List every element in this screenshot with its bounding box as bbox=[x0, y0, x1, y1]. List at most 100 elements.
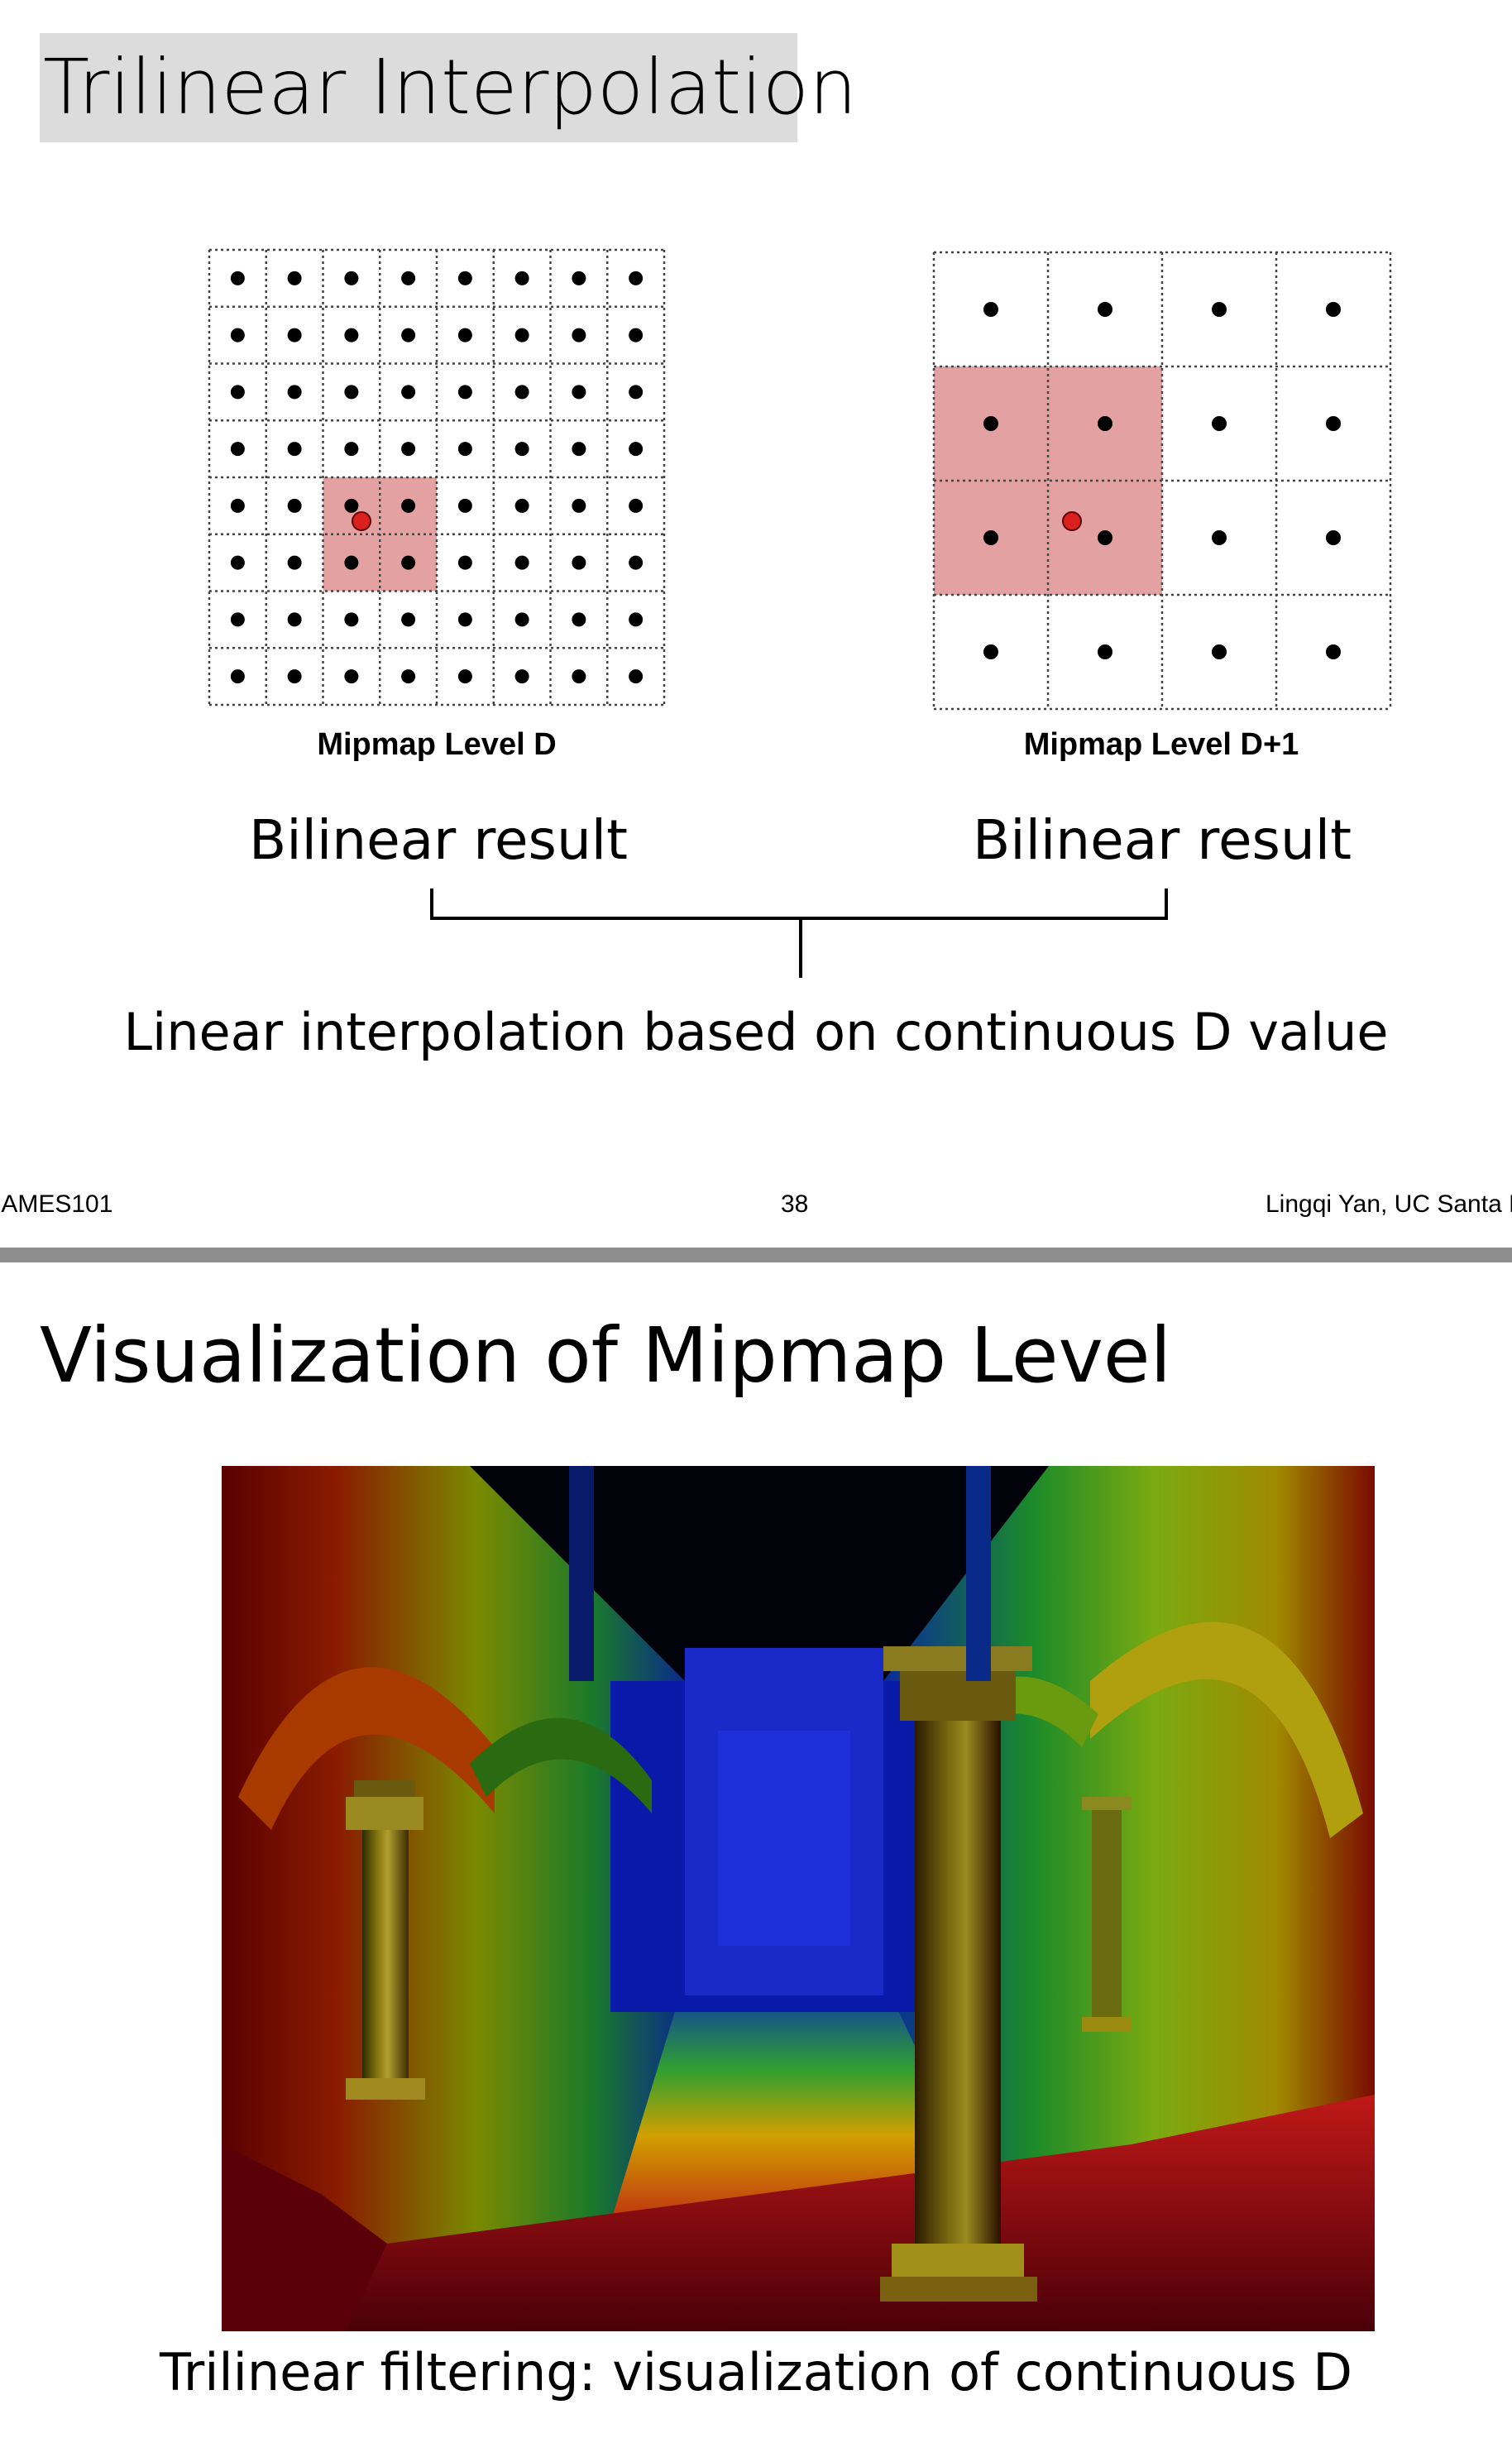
texel-dot bbox=[1326, 530, 1341, 545]
slide-title: Visualization of Mipmap Level bbox=[40, 1311, 1172, 1400]
texel-dot bbox=[514, 498, 529, 513]
texel-dot bbox=[572, 442, 586, 457]
texel-dot bbox=[629, 612, 644, 627]
figure-caption: Trilinear filtering: visualization of co… bbox=[159, 2342, 1353, 2402]
texel-dot bbox=[572, 328, 586, 342]
texel-dot bbox=[629, 442, 644, 457]
texel-dot bbox=[514, 612, 529, 627]
slide-divider bbox=[0, 1248, 1512, 1262]
texel-dot bbox=[629, 328, 644, 342]
texel-dot bbox=[1098, 416, 1112, 431]
texel-dot bbox=[1212, 302, 1227, 317]
slide-title: Trilinear Interpolation bbox=[40, 33, 857, 142]
texel-dot bbox=[287, 442, 302, 457]
texel-dot bbox=[344, 612, 359, 627]
texel-dot bbox=[514, 385, 529, 400]
texel-dot bbox=[344, 385, 359, 400]
texel-dot bbox=[629, 498, 644, 513]
texel-dot bbox=[344, 328, 359, 342]
texel-dot bbox=[401, 328, 416, 342]
texel-dot bbox=[401, 385, 416, 400]
texel-dot bbox=[983, 416, 998, 431]
texel-dot bbox=[457, 271, 472, 285]
texel-dot bbox=[572, 612, 586, 627]
bracket-connector bbox=[430, 889, 1168, 978]
texel-dot bbox=[572, 555, 586, 570]
sample-point bbox=[1062, 511, 1082, 531]
texel-dot bbox=[457, 555, 472, 570]
texel-dot bbox=[457, 669, 472, 684]
texel-dot bbox=[344, 498, 359, 513]
texel-dot bbox=[230, 442, 245, 457]
texel-dot bbox=[401, 498, 416, 513]
texel-dot bbox=[344, 555, 359, 570]
texel-dot bbox=[629, 385, 644, 400]
texel-dot bbox=[230, 385, 245, 400]
footer-author: Lingqi Yan, UC Santa Barbara bbox=[1266, 1190, 1512, 1218]
texel-dot bbox=[457, 612, 472, 627]
mipmap-level-d1-grid bbox=[932, 251, 1392, 711]
texel-dot bbox=[457, 385, 472, 400]
texel-dot bbox=[629, 555, 644, 570]
texel-dot bbox=[514, 328, 529, 342]
texel-dot bbox=[1098, 302, 1112, 317]
texel-dot bbox=[401, 442, 416, 457]
texel-dot bbox=[983, 302, 998, 317]
texel-dot bbox=[230, 328, 245, 342]
texel-dot bbox=[1212, 644, 1227, 659]
texel-dot bbox=[1326, 644, 1341, 659]
texel-dot bbox=[572, 669, 586, 684]
texel-dot bbox=[230, 669, 245, 684]
texel-dot bbox=[344, 442, 359, 457]
texel-dot bbox=[514, 271, 529, 285]
texel-dot bbox=[401, 669, 416, 684]
texel-dot bbox=[572, 271, 586, 285]
texel-dot bbox=[344, 271, 359, 285]
texel-dot bbox=[230, 612, 245, 627]
texel-dot bbox=[230, 271, 245, 285]
texel-dot bbox=[1326, 302, 1341, 317]
texel-dot bbox=[287, 612, 302, 627]
texel-dot bbox=[457, 498, 472, 513]
texel-dot bbox=[287, 328, 302, 342]
linear-interpolation-text: Linear interpolation based on continuous… bbox=[123, 1002, 1389, 1062]
texel-dot bbox=[1212, 416, 1227, 431]
texel-dot bbox=[401, 271, 416, 285]
texel-dot bbox=[629, 271, 644, 285]
texel-dot bbox=[230, 498, 245, 513]
mipmap-level-visualization-image bbox=[222, 1466, 1375, 2331]
footer-course: GAMES101 bbox=[0, 1190, 113, 1218]
texel-dot bbox=[1212, 530, 1227, 545]
bilinear-result-left: Bilinear result bbox=[248, 808, 628, 872]
texel-dot bbox=[287, 498, 302, 513]
texel-dot bbox=[514, 555, 529, 570]
texel-dot bbox=[983, 530, 998, 545]
texel-dot bbox=[572, 385, 586, 400]
sample-point bbox=[352, 511, 371, 531]
bilinear-result-right: Bilinear result bbox=[972, 808, 1352, 872]
texel-dot bbox=[1098, 530, 1112, 545]
footer-page-number: 38 bbox=[781, 1190, 809, 1218]
texel-dot bbox=[514, 669, 529, 684]
texel-dot bbox=[287, 555, 302, 570]
interpolation-diagram bbox=[208, 248, 1392, 978]
mipmap-level-d-label: Mipmap Level D bbox=[317, 727, 557, 762]
mipmap-level-d-grid bbox=[208, 248, 666, 707]
slide-visualization-mipmap-level: Visualization of Mipmap Level bbox=[0, 1262, 1512, 2462]
texel-dot bbox=[401, 555, 416, 570]
mipmap-level-d1-label: Mipmap Level D+1 bbox=[1023, 727, 1299, 762]
texel-dot bbox=[287, 385, 302, 400]
texel-dot bbox=[514, 442, 529, 457]
texel-dot bbox=[457, 328, 472, 342]
texel-dot bbox=[1098, 644, 1112, 659]
texel-dot bbox=[629, 669, 644, 684]
texel-dot bbox=[457, 442, 472, 457]
sponza-render-illustration bbox=[222, 1466, 1375, 2331]
texel-dot bbox=[230, 555, 245, 570]
slide-trilinear-interpolation: Trilinear Interpolation Mipmap Level D M… bbox=[0, 33, 1512, 1218]
texel-dot bbox=[287, 669, 302, 684]
texel-dot bbox=[983, 644, 998, 659]
texel-dot bbox=[287, 271, 302, 285]
texel-dot bbox=[572, 498, 586, 513]
texel-dot bbox=[344, 669, 359, 684]
